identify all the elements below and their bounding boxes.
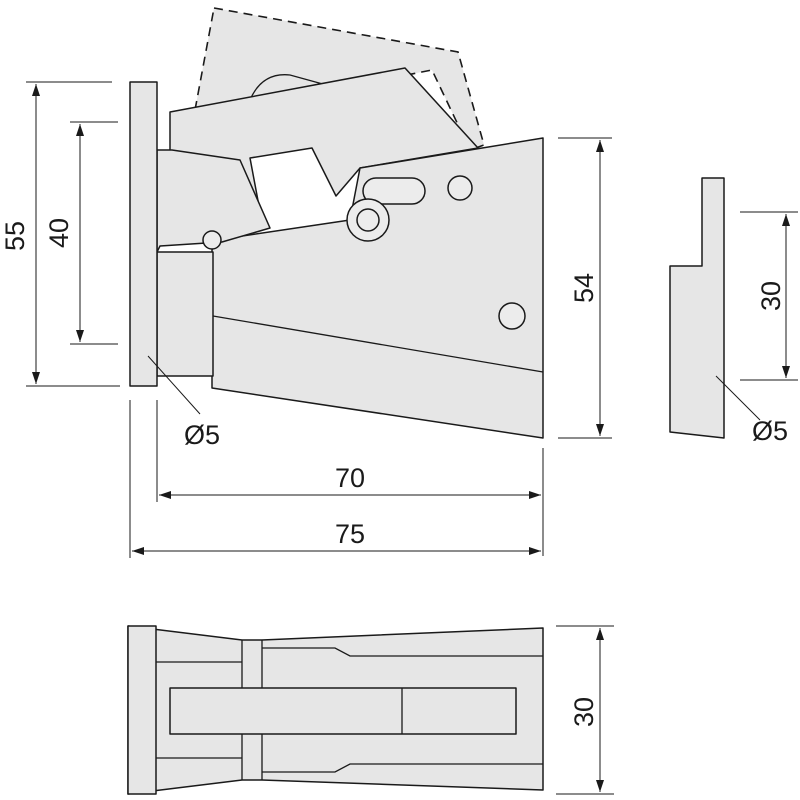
pivot-slot bbox=[362, 177, 426, 205]
dim-40-label: 40 bbox=[44, 218, 74, 248]
end-plate bbox=[669, 177, 725, 439]
hole-lower bbox=[498, 302, 526, 330]
side-view bbox=[129, 7, 544, 439]
dim-54-label: 54 bbox=[569, 273, 599, 303]
mounting-plate bbox=[129, 81, 158, 387]
spring-block bbox=[156, 251, 214, 377]
top-slot bbox=[169, 687, 517, 735]
body-groove bbox=[212, 315, 544, 373]
dia-right-label: Ø5 bbox=[752, 416, 788, 446]
roller bbox=[202, 230, 222, 250]
end-view bbox=[669, 177, 725, 439]
top-mount-plate bbox=[127, 625, 157, 795]
dia-left-label: Ø5 bbox=[184, 420, 220, 450]
top-taper-lines bbox=[262, 647, 543, 773]
dim-30-plate-label: 30 bbox=[756, 281, 786, 311]
ghost-slot bbox=[249, 74, 331, 101]
leader-left bbox=[147, 355, 201, 415]
top-inner-frame bbox=[156, 640, 263, 780]
dimensions: 55 40 54 30 Ø5 Ø5 70 75 30 bbox=[0, 81, 798, 795]
dim-30-bottom-label: 30 bbox=[569, 697, 599, 727]
leader-right bbox=[715, 375, 761, 421]
dim-55-label: 55 bbox=[0, 221, 30, 251]
hole-upper bbox=[447, 175, 473, 201]
top-view bbox=[127, 625, 544, 795]
dim-75-label: 75 bbox=[335, 519, 365, 549]
dim-70-label: 70 bbox=[335, 463, 365, 493]
pivot-bolt-center bbox=[356, 208, 380, 232]
